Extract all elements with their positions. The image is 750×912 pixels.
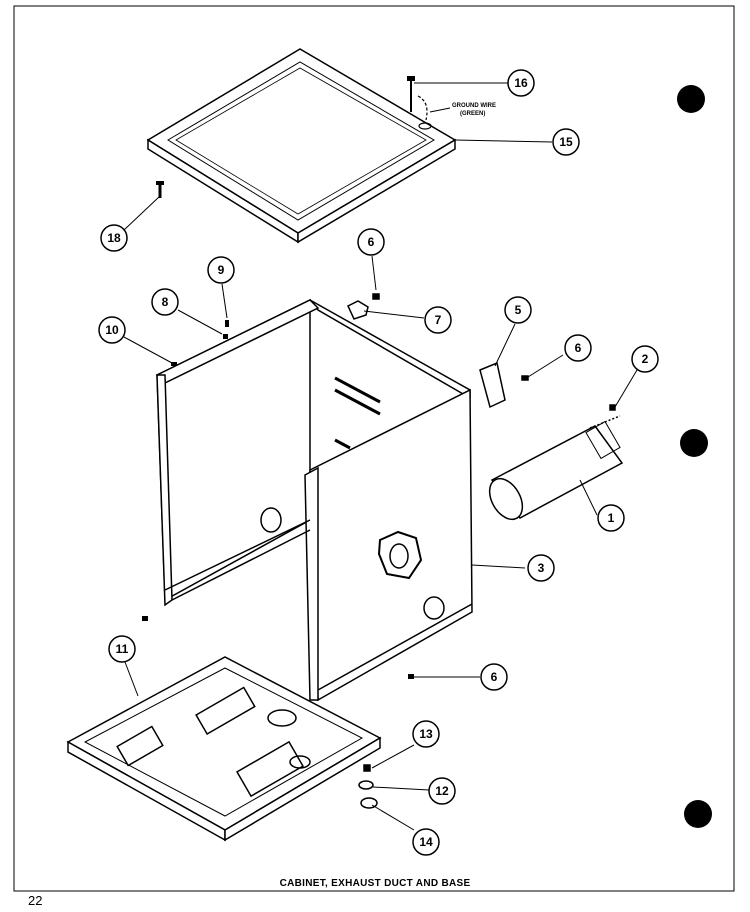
callout-label: 3 [538,561,545,575]
page-border [13,5,735,892]
diagram-caption: CABINET, EXHAUST DUCT AND BASE [279,878,471,889]
callout-label: 6 [368,235,375,249]
ground-wire-color-label: (GREEN) [460,111,485,117]
callout-7: 7 [424,306,452,334]
leader-lines [123,82,638,831]
callout-label: 5 [515,303,522,317]
callout-label: 8 [162,295,169,309]
callout-label: 16 [514,76,528,90]
cabinet-screws [142,320,414,679]
callout-16: 16 [507,69,535,97]
cabinet [155,298,473,702]
binder-hole [677,85,705,113]
top-panel-screw [156,181,164,198]
callout-label: 10 [105,323,119,337]
callout-8: 8 [151,288,179,316]
callout-15: 15 [552,128,580,156]
base-pan [66,656,382,842]
leveling-feet [358,764,378,809]
callout-1: 1 [597,504,625,532]
callout-label: 9 [218,263,225,277]
callout-label: 14 [419,835,433,849]
binder-hole [684,800,712,828]
callout-9: 9 [207,256,235,284]
callout-2: 2 [631,345,659,373]
callout-label: 11 [116,642,129,656]
callout-label: 12 [435,784,449,798]
page-number: 22 [28,893,43,908]
callout-6b: 6 [564,334,592,362]
callout-3: 3 [527,554,555,582]
exhaust-duct [488,404,624,521]
ground-screw [407,76,432,130]
callout-10: 10 [98,316,126,344]
top-panel [146,48,457,244]
callout-18: 18 [100,224,128,252]
callout-label: 1 [608,511,615,525]
hinge-bracket [347,293,380,320]
callout-6a: 6 [357,228,385,256]
callout-14: 14 [412,828,440,856]
callout-6c: 6 [480,663,508,691]
callout-5: 5 [504,296,532,324]
callout-13: 13 [412,720,440,748]
callout-12: 12 [428,777,456,805]
callout-label: 15 [559,135,573,149]
callout-11: 11 [108,635,136,663]
callout-label: 13 [419,727,433,741]
callout-label: 6 [491,670,498,684]
ground-wire-label: GROUND WIRE [452,103,496,109]
binder-hole [680,429,708,457]
callout-label: 18 [107,231,121,245]
duct-bracket [479,361,529,409]
callout-label: 2 [642,352,649,366]
callout-label: 7 [435,313,442,327]
callout-label: 6 [575,341,582,355]
